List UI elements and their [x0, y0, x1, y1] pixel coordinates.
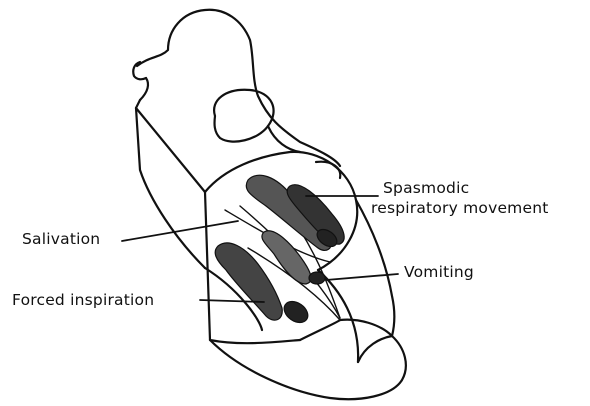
- nucleus-lower-right: [262, 231, 311, 284]
- oval-shape: [214, 90, 273, 142]
- lower-body-outline: [210, 320, 406, 400]
- left-edge: [136, 100, 205, 192]
- nucleus-vomiting: [309, 272, 325, 284]
- upper-lobe-outline: [137, 10, 340, 166]
- label-respiratory-movement: respiratory movement: [371, 199, 549, 217]
- label-forced-inspiration: Forced inspiration: [12, 291, 154, 309]
- nucleus-dark-lower: [280, 297, 312, 327]
- leader-salivation: [122, 221, 238, 241]
- label-spasmodic: Spasmodic: [383, 179, 469, 197]
- label-salivation: Salivation: [22, 230, 100, 248]
- label-vomiting: Vomiting: [404, 263, 474, 281]
